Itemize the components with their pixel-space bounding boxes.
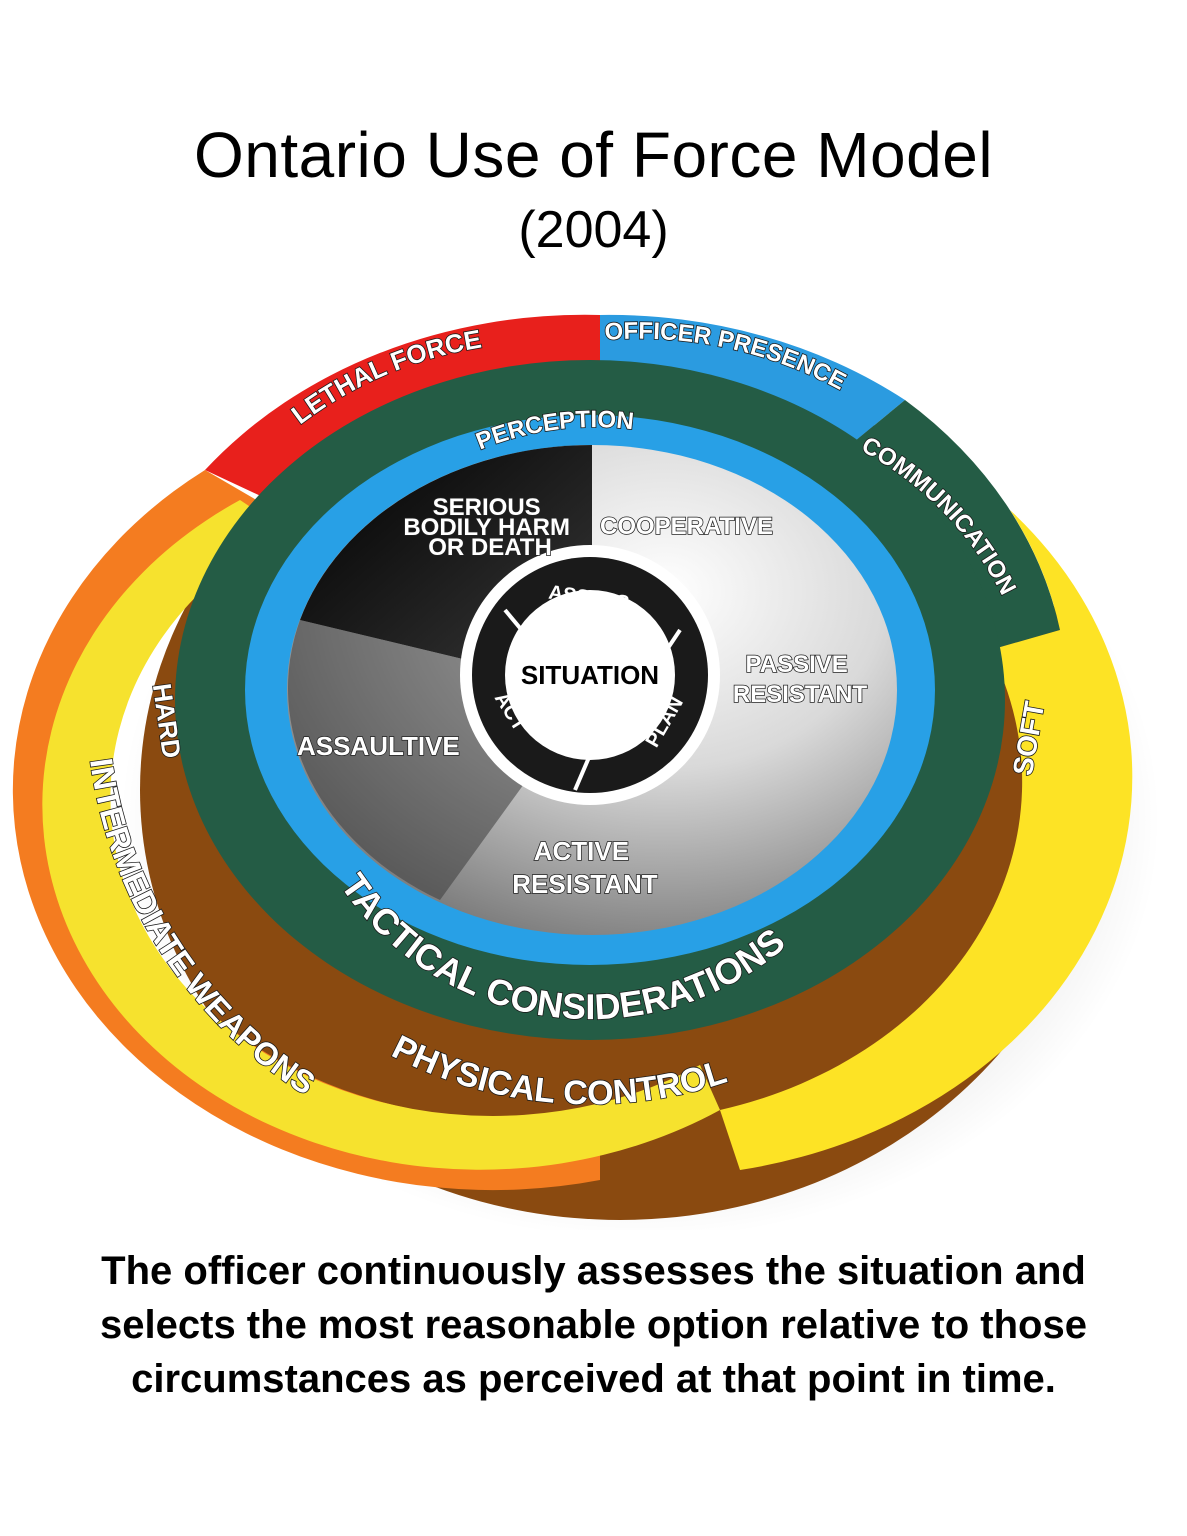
use-of-force-diagram: LETHAL FORCE OFFICER PRESENCE COMMUNICAT… [12,314,1160,1230]
label-serious-bodily-harm: SERIOUS BODILY HARM OR DEATH [403,494,576,561]
caption-line: The officer continuously assesses the si… [101,1249,1086,1293]
label-cooperative: COOPERATIVE [600,513,773,540]
page-title: Ontario Use of Force Model [193,119,994,191]
ring-physical-control-soft [720,510,1133,1170]
cycle-arrow-plan [658,628,682,662]
cycle-center [505,590,675,760]
label-situation: SITUATION [521,660,659,690]
cycle-arrow-assess [503,608,532,642]
page-subtitle: (2004) [518,201,669,259]
caption-line: circumstances as perceived at that point… [131,1357,1056,1401]
caption: The officer continuously assesses the si… [40,1244,1147,1406]
label-assaultive: ASSAULTIVE [297,731,460,761]
label-passive-resistant: PASSIVE RESISTANT [733,651,868,708]
ring-physical-control-hard [42,500,720,1170]
caption-line: selects the most reasonable option relat… [100,1303,1087,1347]
cycle-arrow-act [573,754,592,791]
label-active-resistant: ACTIVE RESISTANT [512,836,658,899]
